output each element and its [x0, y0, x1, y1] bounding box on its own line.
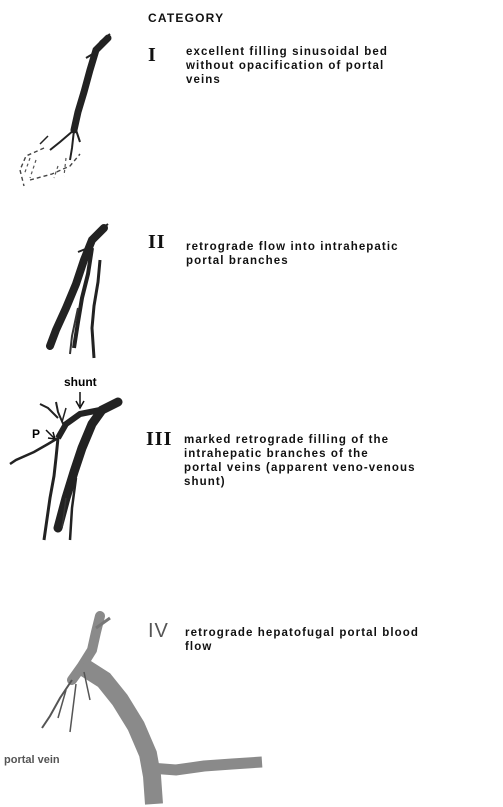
category-2-line-2: portal branches [186, 254, 503, 268]
category-1-line-3: veins [186, 73, 503, 87]
category-2-description: retrograde flow into intrahepatic portal… [186, 240, 503, 268]
category-1-line-2: without opacification of portal [186, 59, 503, 73]
category-3-line-4: shunt) [184, 475, 503, 489]
category-heading: CATEGORY [148, 11, 224, 25]
category-1-description: excellent filling sinusoidal bed without… [186, 45, 503, 87]
category-3-line-3: portal veins (apparent veno-venous [184, 461, 503, 475]
category-1-vein-sketch [0, 30, 130, 230]
category-3-numeral: III [146, 428, 172, 451]
category-1-numeral: I [148, 44, 157, 67]
p-label: P [32, 427, 40, 441]
portal-vein-label: portal vein [4, 754, 60, 766]
category-3-vein-sketch: shunt P [0, 368, 140, 548]
category-2-vein-sketch [0, 218, 130, 368]
category-3-line-1: marked retrograde filling of the [184, 433, 503, 447]
category-4-line-1: retrograde hepatofugal portal blood [185, 626, 503, 640]
category-1-line-1: excellent filling sinusoidal bed [186, 45, 503, 59]
shunt-label: shunt [64, 375, 97, 389]
category-3-description: marked retrograde filling of the intrahe… [184, 433, 503, 489]
category-4-numeral: IV [148, 620, 169, 643]
category-2-numeral: II [148, 231, 166, 254]
category-2-line-1: retrograde flow into intrahepatic [186, 240, 503, 254]
category-3-line-2: intrahepatic branches of the [184, 447, 503, 461]
category-4-line-2: flow [185, 640, 503, 654]
category-4-description: retrograde hepatofugal portal blood flow [185, 626, 503, 654]
